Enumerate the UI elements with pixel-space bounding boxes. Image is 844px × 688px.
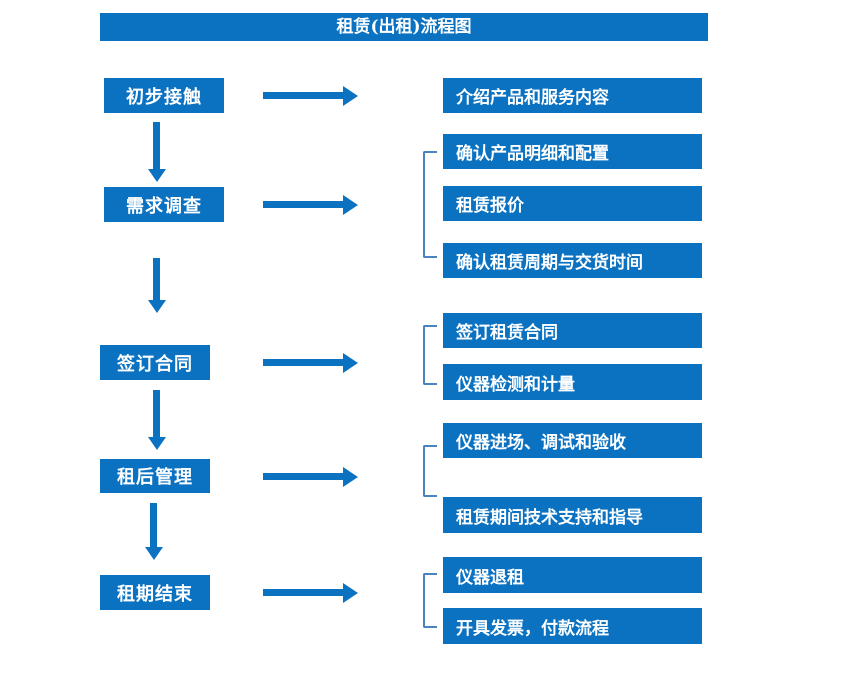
detail-box: 租赁期间技术支持和指导 [443,497,702,533]
stage-box-lease-end: 租期结束 [100,575,210,610]
group-bracket [423,151,437,258]
stage-box-sign-contract: 签订合同 [100,345,210,380]
detail-box: 租赁报价 [443,186,702,221]
down-arrow [153,122,160,169]
down-arrow [153,258,160,300]
stage-box-post-rental-management: 租后管理 [100,459,210,493]
detail-box: 确认产品明细和配置 [443,134,702,169]
right-arrow [263,359,343,366]
group-bracket [423,573,437,628]
detail-box: 仪器退租 [443,557,702,593]
detail-box: 仪器检测和计量 [443,364,702,400]
stage-box-initial-contact: 初步接触 [104,78,224,113]
detail-box: 签订租赁合同 [443,313,702,348]
right-arrow [263,201,343,208]
detail-box: 仪器进场、调试和验收 [443,423,702,458]
stage-box-demand-survey: 需求调查 [104,187,224,222]
right-arrow [263,589,343,596]
detail-box: 确认租赁周期与交货时间 [443,243,702,278]
down-arrow [153,390,160,437]
detail-box: 开具发票，付款流程 [443,608,702,644]
detail-box: 介绍产品和服务内容 [443,78,702,113]
right-arrow [263,473,343,480]
group-bracket [423,445,437,497]
flowchart-title: 租赁(出租)流程图 [100,13,708,41]
group-bracket [423,325,437,385]
right-arrow [263,92,343,99]
down-arrow [150,503,157,547]
